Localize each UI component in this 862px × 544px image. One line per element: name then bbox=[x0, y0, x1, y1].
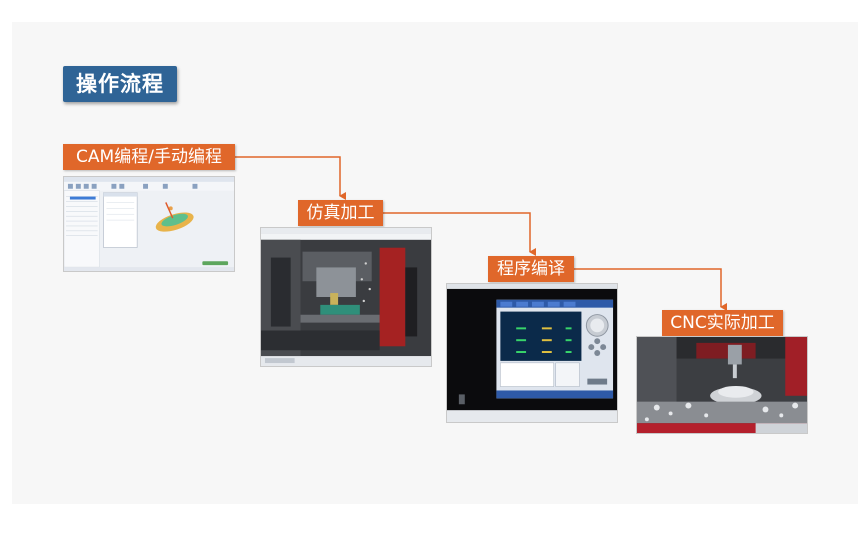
page-title: 操作流程 bbox=[63, 66, 177, 102]
step-label-compile: 程序编译 bbox=[488, 256, 574, 282]
cnc-machining-photo bbox=[636, 336, 808, 434]
control-panel-screenshot bbox=[446, 283, 618, 423]
step-label-cnc: CNC实际加工 bbox=[662, 310, 783, 336]
cam-software-screenshot bbox=[63, 176, 235, 272]
simulation-screenshot bbox=[260, 227, 432, 367]
step-label-cam: CAM编程/手动编程 bbox=[63, 144, 235, 170]
step-label-simulation: 仿真加工 bbox=[298, 200, 383, 226]
